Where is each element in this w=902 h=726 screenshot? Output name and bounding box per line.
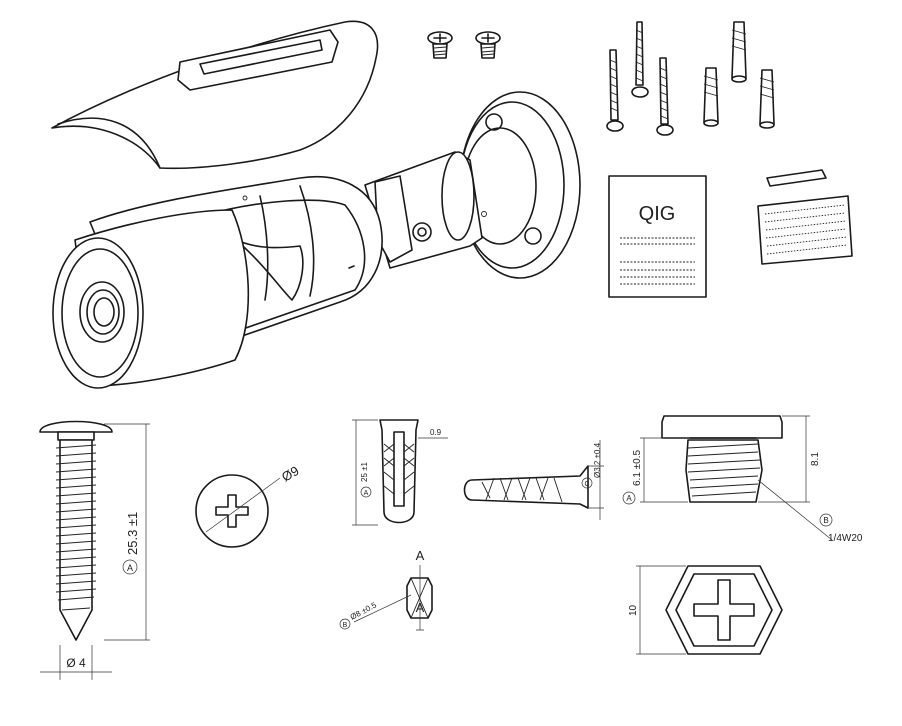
small-screw xyxy=(427,31,453,59)
mount-screw-drawing: A B 6.1 ±0.5 8.1 1/4W20 xyxy=(622,415,863,544)
anchor-marker-c: C xyxy=(584,481,589,488)
wall-anchor xyxy=(703,67,719,127)
mount-screw-overall-label: 8.1 xyxy=(810,452,821,466)
anchor-section-drawing: A A B Ø8 ±0.5 xyxy=(339,548,433,631)
section-label-top: A xyxy=(416,548,425,563)
anchor-diameter-label: Ø3.2 ±0.4 xyxy=(593,442,602,478)
desiccant-pack xyxy=(757,169,853,265)
mount-screws-pair xyxy=(427,31,501,59)
screw-length-label: 25.3 ±1 xyxy=(125,512,140,555)
mount-screw-marker-b: B xyxy=(823,516,828,525)
screw-head-diameter-label: Ø9 xyxy=(279,463,302,485)
mount-screw-height-label: 6.1 ±0.5 xyxy=(632,449,643,486)
hex-head-drawing: 10 xyxy=(628,565,783,655)
mount-arm xyxy=(364,151,487,269)
mount-screw-marker-a: A xyxy=(626,494,632,503)
screw-marker: A xyxy=(127,563,133,573)
screw-drawing: A 25.3 ±1 Ø 4 xyxy=(39,420,150,680)
hex-width-label: 10 xyxy=(628,604,639,616)
screw-diameter-label: Ø 4 xyxy=(66,656,86,670)
qig-title: QIG xyxy=(639,203,676,225)
wood-screw xyxy=(606,49,624,132)
section-diameter-label: Ø8 ±0.5 xyxy=(349,600,379,622)
wood-screws xyxy=(606,21,674,136)
bullet-camera xyxy=(52,91,581,389)
wall-anchor xyxy=(759,69,775,129)
mount-screw-thread-label: 1/4W20 xyxy=(828,533,863,544)
sun-shield xyxy=(51,20,379,170)
wall-mount-base xyxy=(459,91,581,279)
wall-anchor xyxy=(731,21,747,83)
anchor-drawing: 0.9 25 ±1 A xyxy=(352,419,448,526)
screw-head-drawing: Ø9 xyxy=(195,463,302,548)
anchor-length-label: 25 ±1 xyxy=(360,461,369,482)
anchor-marker: A xyxy=(364,490,369,497)
wall-anchors xyxy=(703,21,775,129)
quick-install-guide: QIG xyxy=(608,175,707,298)
section-marker: B xyxy=(343,622,348,629)
wood-screw xyxy=(631,21,649,98)
camera-front xyxy=(52,209,250,389)
anchor-wall-label: 0.9 xyxy=(430,428,442,437)
small-screw xyxy=(475,31,501,59)
anchor-side-drawing: C Ø3.2 ±0.4 xyxy=(463,440,604,520)
section-label-bottom: A xyxy=(416,600,425,615)
wood-screw xyxy=(656,57,674,136)
